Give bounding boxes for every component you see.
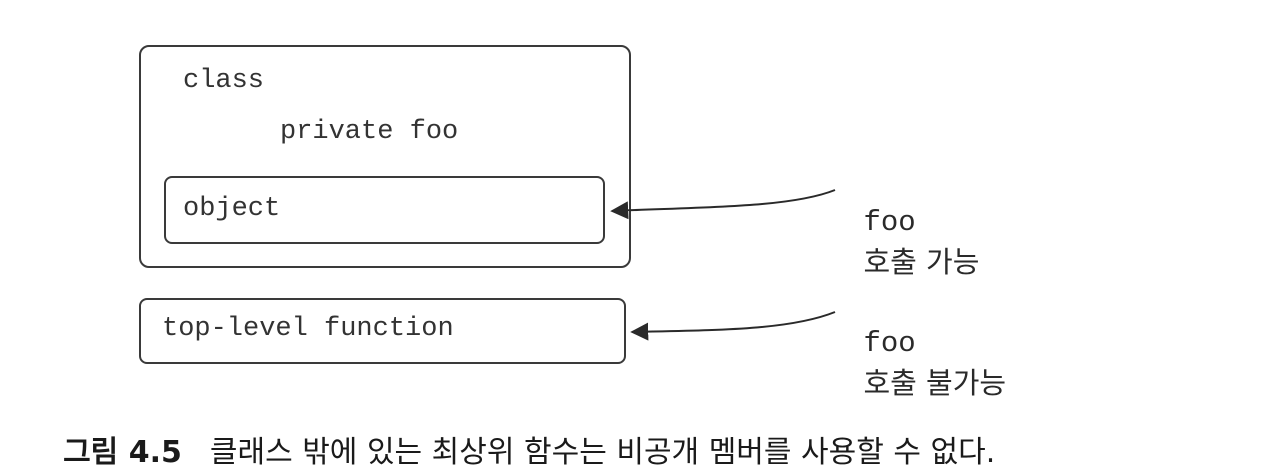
arrow-not-callable: [630, 311, 836, 341]
annotation-callable-name: foo: [863, 206, 916, 239]
toplevel-function-label: top-level function: [162, 314, 454, 344]
figure-caption: 그림 4.5 클래스 밖에 있는 최상위 함수는 비공개 멤버를 사용할 수 없다…: [44, 392, 995, 471]
figure-caption-text: 클래스 밖에 있는 최상위 함수는 비공개 멤버를 사용할 수 없다.: [209, 435, 996, 470]
annotation-callable-text: 호출 가능: [863, 245, 980, 279]
figure-number: 그림 4.5: [63, 435, 182, 470]
object-label: object: [183, 194, 281, 224]
class-keyword: class: [183, 66, 265, 96]
object-box: [164, 176, 605, 244]
arrow-callable: [610, 189, 836, 220]
annotation-not-callable-text: 호출 불가능: [863, 366, 1007, 400]
annotation-callable: foo 호출 가능: [845, 169, 979, 281]
annotation-not-callable-name: foo: [863, 327, 916, 360]
toplevel-function-box: [139, 298, 626, 364]
annotation-not-callable: foo 호출 불가능: [845, 290, 1006, 402]
private-member-label: private foo: [280, 117, 459, 147]
